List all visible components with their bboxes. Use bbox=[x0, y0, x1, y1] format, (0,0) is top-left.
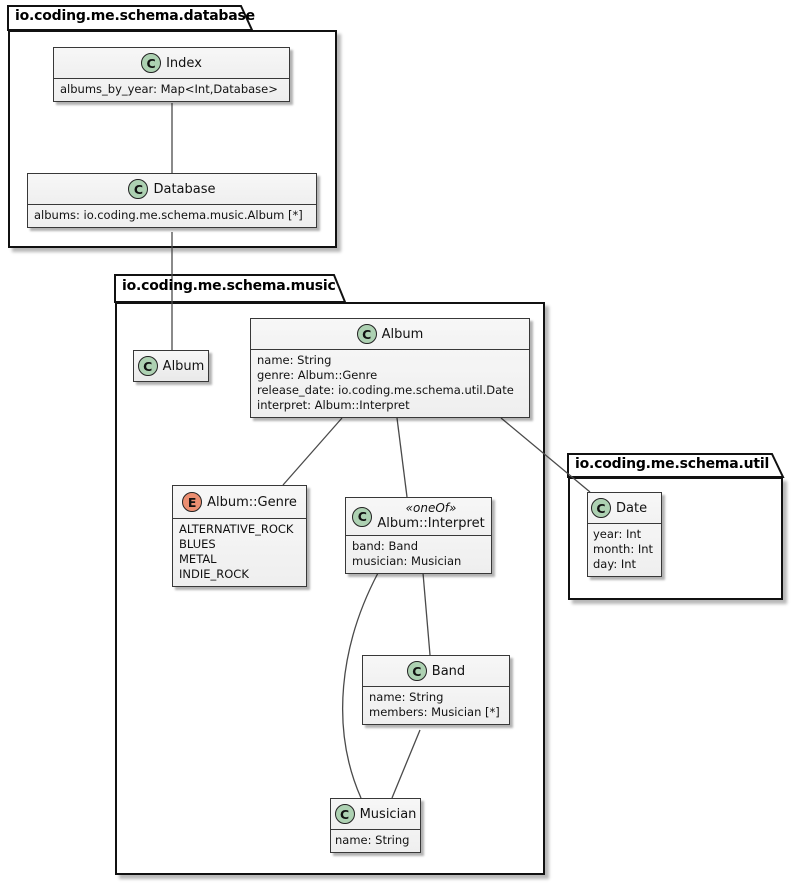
package-util-title: io.coding.me.schema.util bbox=[575, 456, 770, 472]
attribute: interpret: Album::Interpret bbox=[257, 398, 410, 412]
class-album-attributes: name: String genre: Album::Genre release… bbox=[251, 349, 529, 417]
class-name: Album bbox=[162, 358, 205, 374]
class-band-header: C Band bbox=[363, 656, 509, 686]
attribute: month: Int bbox=[593, 542, 654, 556]
attribute: release_date: io.coding.me.schema.util.D… bbox=[257, 383, 514, 397]
attribute: genre: Album::Genre bbox=[257, 368, 378, 382]
class-album-ref: C Album bbox=[133, 350, 209, 382]
class-name: Date bbox=[616, 500, 648, 516]
class-index: C Index albums_by_year: Map<Int,Database… bbox=[53, 47, 290, 102]
class-musician-attributes: name: String bbox=[331, 829, 420, 852]
class-date-attributes: year: Int month: Int day: Int bbox=[588, 523, 661, 576]
class-album-interpret-attributes: band: Band musician: Musician bbox=[346, 535, 491, 574]
attribute: day: Int bbox=[593, 557, 637, 571]
class-spot-icon: C bbox=[141, 53, 162, 73]
enum-album-genre: E Album::Genre ALTERNATIVE_ROCK BLUES ME… bbox=[172, 485, 307, 587]
enum-album-genre-header: E Album::Genre bbox=[173, 486, 306, 518]
class-spot-icon: C bbox=[352, 506, 373, 527]
class-database-header: C Database bbox=[28, 174, 316, 204]
attribute: band: Band bbox=[352, 539, 418, 554]
attribute: members: Musician [*] bbox=[369, 705, 500, 719]
class-spot-icon: C bbox=[406, 661, 427, 681]
class-index-attributes: albums_by_year: Map<Int,Database> bbox=[54, 78, 289, 101]
class-musician-header: C Musician bbox=[331, 799, 420, 829]
attribute: name: String bbox=[335, 833, 410, 847]
package-database-title: io.coding.me.schema.database bbox=[15, 8, 255, 24]
class-name: Musician bbox=[359, 806, 417, 822]
class-band: C Band name: String members: Musician [*… bbox=[362, 655, 510, 725]
enum-album-genre-values: ALTERNATIVE_ROCK BLUES METAL INDIE_ROCK bbox=[173, 518, 306, 586]
class-index-header: C Index bbox=[54, 48, 289, 78]
class-album-ref-header: C Album bbox=[134, 351, 208, 381]
class-date: C Date year: Int month: Int day: Int bbox=[587, 492, 662, 577]
class-date-header: C Date bbox=[588, 493, 661, 523]
stereotype-label: «oneOf» bbox=[405, 501, 457, 515]
class-spot-icon: C bbox=[137, 356, 158, 376]
class-spot-icon: C bbox=[334, 804, 355, 824]
attribute: albums_by_year: Map<Int,Database> bbox=[60, 82, 278, 96]
class-database: C Database albums: io.coding.me.schema.m… bbox=[27, 173, 317, 228]
class-album-interpret-header: C «oneOf» Album::Interpret bbox=[346, 498, 491, 535]
class-name: Band bbox=[431, 663, 466, 679]
class-album: C Album name: String genre: Album::Genre… bbox=[250, 318, 530, 418]
class-database-attributes: albums: io.coding.me.schema.music.Album … bbox=[28, 204, 316, 227]
class-name: Index bbox=[166, 55, 202, 71]
attribute: albums: io.coding.me.schema.music.Album … bbox=[34, 208, 303, 222]
class-name: Album::Interpret bbox=[377, 516, 485, 531]
attribute: year: Int bbox=[593, 527, 642, 541]
class-musician: C Musician name: String bbox=[330, 798, 421, 853]
package-music-title: io.coding.me.schema.music bbox=[122, 278, 336, 294]
enum-spot-icon: E bbox=[182, 492, 203, 512]
class-name: Album bbox=[381, 326, 424, 342]
enum-value: BLUES bbox=[179, 537, 216, 551]
class-album-header: C Album bbox=[251, 319, 529, 349]
enum-value: ALTERNATIVE_ROCK bbox=[179, 522, 294, 536]
class-band-attributes: name: String members: Musician [*] bbox=[363, 686, 509, 724]
class-album-interpret: C «oneOf» Album::Interpret band: Band mu… bbox=[345, 497, 492, 575]
class-spot-icon: C bbox=[356, 324, 377, 344]
class-spot-icon: C bbox=[128, 179, 149, 199]
attribute: name: String bbox=[257, 353, 332, 367]
attribute: musician: Musician bbox=[352, 554, 462, 569]
class-name: Database bbox=[153, 181, 216, 197]
enum-value: METAL bbox=[179, 552, 217, 566]
attribute: name: String bbox=[369, 690, 444, 704]
class-name: Album::Genre bbox=[207, 494, 297, 510]
class-spot-icon: C bbox=[591, 498, 611, 518]
enum-value: INDIE_ROCK bbox=[179, 567, 249, 581]
class-title-block: «oneOf» Album::Interpret bbox=[377, 501, 484, 532]
